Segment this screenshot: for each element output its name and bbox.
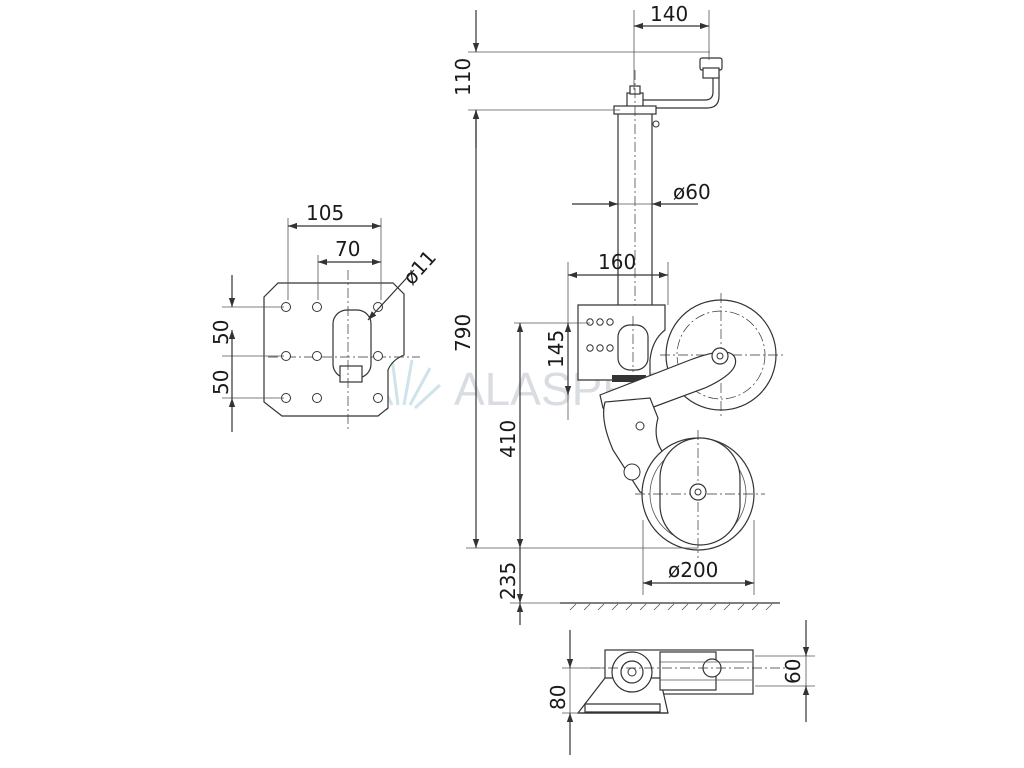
- dim-base-offset: 60: [781, 659, 805, 684]
- dim-plate-spacing-lower: 50: [209, 370, 233, 395]
- dim-plate-width: 105: [306, 201, 344, 225]
- plate-holes: [281, 302, 383, 403]
- dim-hole-diameter: ø11: [398, 245, 441, 289]
- dim-crank-height: 110: [451, 58, 475, 96]
- dim-tube-diameter: ø60: [673, 180, 711, 204]
- clamp-plate-holes: [586, 318, 614, 352]
- dim-total-height: 790: [451, 314, 475, 352]
- dim-clamp-width: 160: [598, 250, 636, 274]
- dim-wheel-center-height: 410: [496, 420, 520, 458]
- dim-crank-offset: 140: [650, 2, 688, 26]
- jockey-wheel-side-view: 140 110 790 ø60 160 145 410 235: [451, 2, 785, 625]
- dim-base-height: 80: [546, 685, 570, 710]
- dim-hole-spacing: 70: [335, 237, 360, 261]
- ground-hatch: [569, 603, 773, 611]
- dim-stroke: 235: [496, 562, 520, 600]
- dim-wheel-diameter: ø200: [668, 558, 718, 582]
- dim-plate-spacing-upper: 50: [209, 320, 233, 345]
- mounting-plate-view: 105 70 ø11 50 50: [209, 201, 441, 432]
- dim-clamp-height: 145: [544, 330, 568, 368]
- jockey-wheel-top-view: 80 60: [546, 620, 815, 755]
